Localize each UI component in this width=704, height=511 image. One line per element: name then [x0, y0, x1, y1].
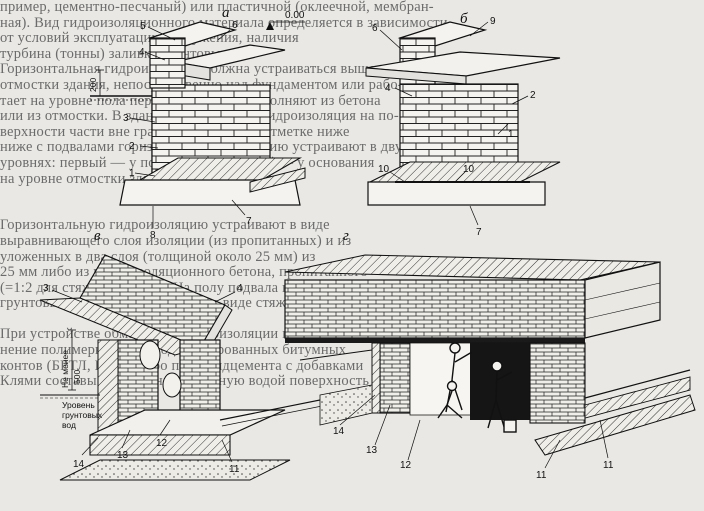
callout-a-7: 7 [246, 216, 252, 227]
panel-b-drawing [365, 21, 561, 226]
panel-label-a: а [222, 5, 230, 21]
callout-v-12: 12 [156, 438, 168, 449]
callout-g-11-left: 11 [536, 470, 547, 481]
water-level-label-line2: грунтовых [62, 410, 103, 420]
water-level-label-line1: Уровень [62, 400, 95, 410]
callout-a-1: 1 [129, 168, 135, 179]
callout-b-2: 2 [530, 90, 536, 101]
callout-g-11-right: 11 [603, 460, 614, 471]
callout-b-7: 7 [476, 227, 482, 238]
callout-a-5: 5 [140, 21, 146, 32]
callout-g-14: 14 [333, 426, 345, 437]
callout-a-2: 2 [129, 141, 135, 152]
panel-label-g: г [343, 228, 349, 244]
water-level-label-line3: вод [62, 420, 76, 430]
callout-b-10-left: 10 [378, 164, 390, 175]
callout-v-3: 3 [43, 283, 49, 294]
callout-b-10-right: 10 [463, 164, 475, 175]
callout-a-6: 6 [232, 20, 238, 31]
callout-g-13: 13 [366, 445, 378, 456]
callout-b-9: 9 [490, 16, 496, 27]
min-depth-value: 500 [72, 370, 82, 384]
min-depth-note: Не менее [60, 350, 70, 388]
callout-a-3: 3 [123, 113, 129, 124]
background-text-line: уложенных в два слоя (толщиной около 25 … [0, 248, 316, 265]
level-mark-label: 0.00 [285, 10, 305, 21]
panel-label-v: в [94, 228, 101, 244]
callout-v-4: 4 [237, 283, 243, 294]
callout-b-1: 1 [508, 129, 514, 140]
panel-a-drawing [90, 21, 306, 228]
callout-b-6: 6 [372, 23, 378, 34]
background-text-line: ная). Вид гидроизоляционного материала о… [0, 14, 448, 31]
callout-v-11: 11 [229, 464, 240, 475]
background-text-line: Горизонтальную гидроизоляцию устраивают … [0, 217, 330, 234]
callout-v-14: 14 [73, 459, 85, 470]
callout-v-13: 13 [117, 450, 129, 461]
background-text-line: пример, цементно-песчаный) или пластично… [0, 0, 434, 15]
background-text-line: выравнивающего слоя изоляции (из пропита… [0, 232, 352, 249]
panel-label-b: б [460, 11, 468, 27]
background-text-line: 25 мм либо из гидроизоляционного бетона,… [0, 264, 368, 281]
callout-b-4: 4 [385, 83, 391, 94]
panel-v-drawing [39, 254, 373, 481]
dimension-label: 200 [88, 78, 98, 92]
callout-a-8: 8 [150, 230, 156, 241]
callout-a-4: 4 [139, 47, 145, 58]
panel-g-drawing [284, 254, 696, 469]
callout-g-12: 12 [400, 460, 412, 471]
